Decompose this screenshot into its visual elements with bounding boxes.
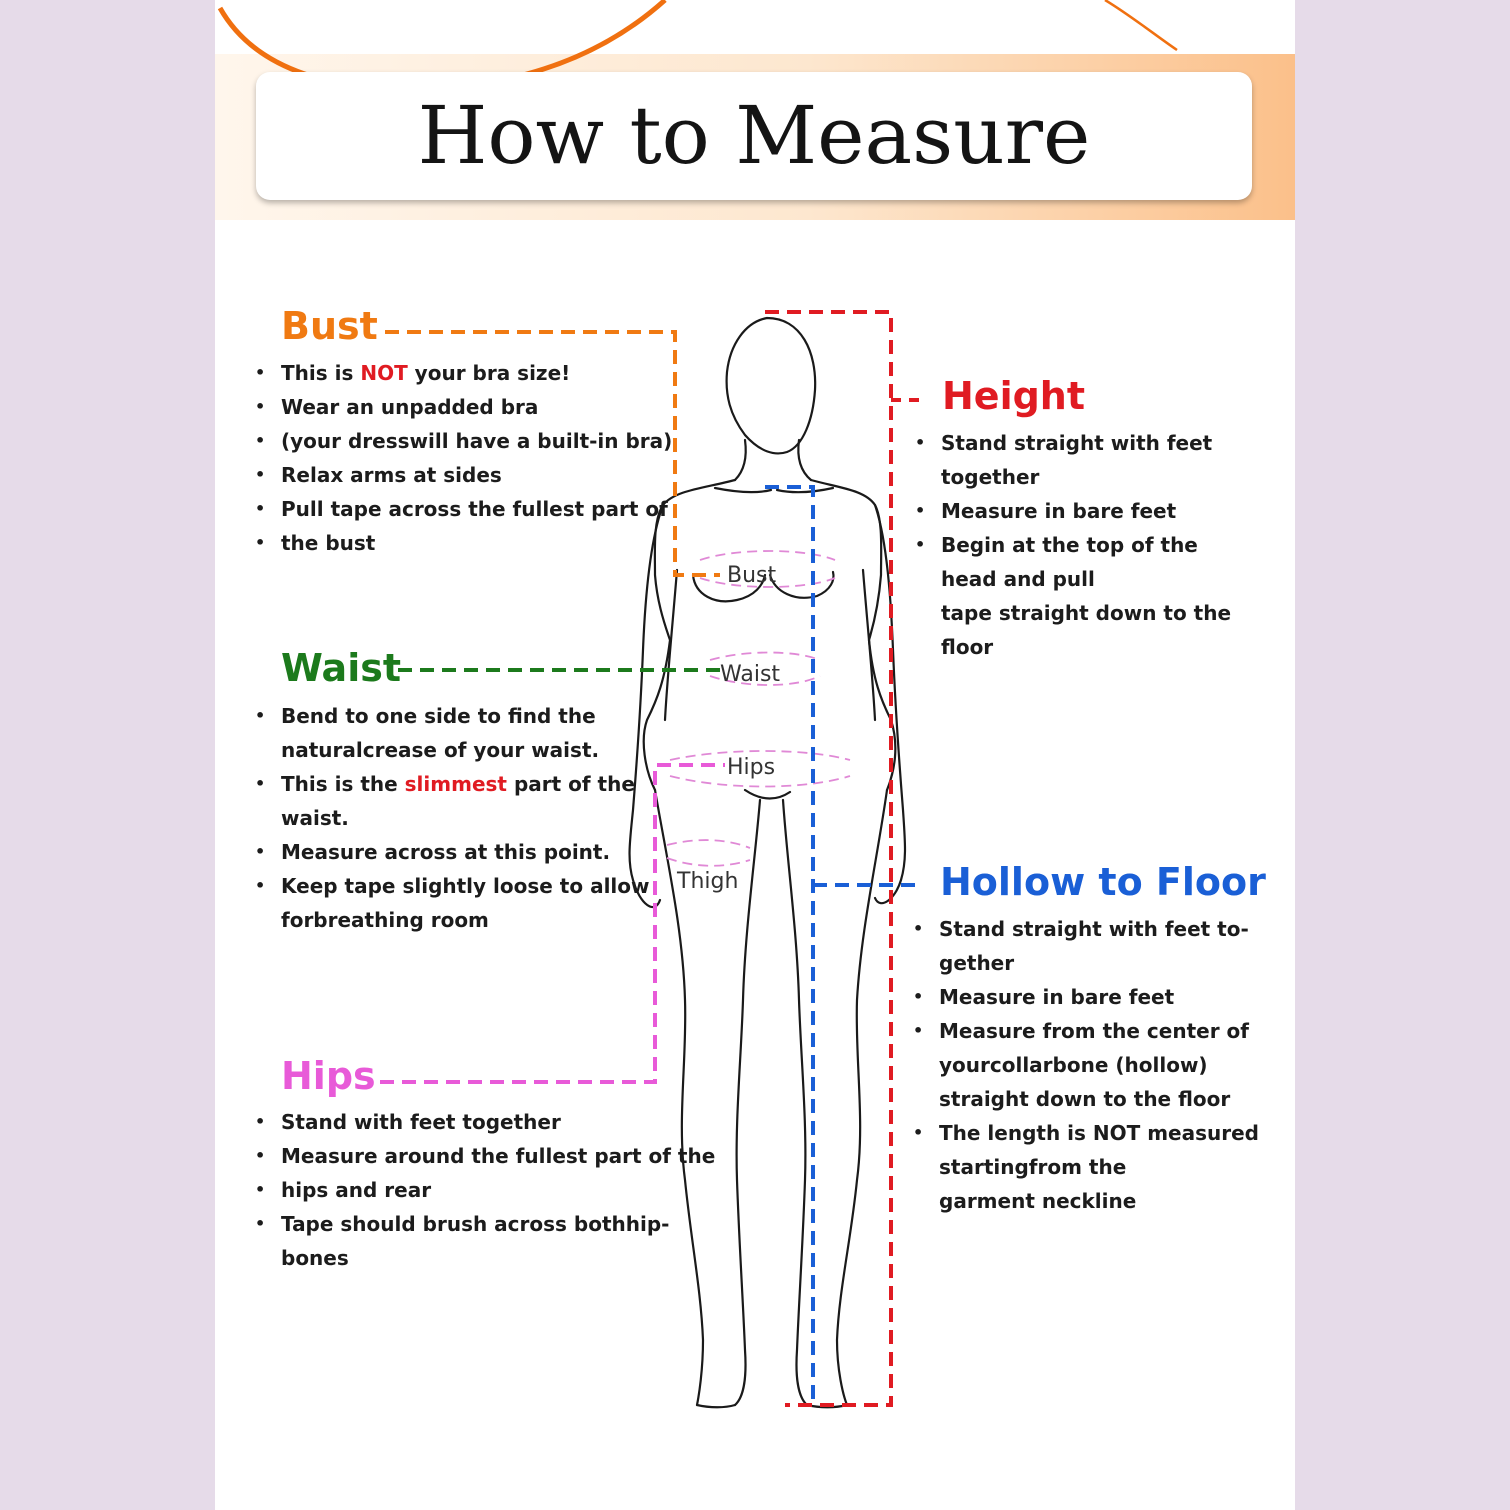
figure-label-hips: Hips (727, 755, 775, 780)
list-item: •This is the slimmest part of the (255, 772, 635, 796)
list-item-continuation: yourcollarbone (hollow) (939, 1053, 1208, 1077)
list-item: •Stand straight with feet (915, 431, 1213, 455)
list-item-continuation: floor (941, 635, 994, 659)
list-item: •Relax arms at sides (255, 463, 502, 487)
list-item-continuation: waist. (281, 806, 349, 830)
list-item: •Pull tape across the fullest part of (255, 497, 668, 521)
figure-label-bust: Bust (727, 563, 776, 588)
list-item: •Begin at the top of the (915, 533, 1198, 557)
height-list: •Stand straight with feet together •Meas… (915, 426, 1231, 664)
list-item: •(your dresswill have a built-in bra) (255, 429, 673, 453)
hollow-heading: Hollow to Floor (940, 860, 1266, 904)
list-item-continuation: gether (939, 951, 1015, 975)
bust-heading: Bust (281, 304, 378, 348)
list-item-continuation: together (941, 465, 1040, 489)
list-item: •This is NOT your bra size! (255, 361, 571, 385)
title-card: How to Measure (256, 72, 1252, 200)
list-item: •Measure across at this point. (255, 840, 611, 864)
list-item: •Wear an unpadded bra (255, 395, 539, 419)
hollow-list: •Stand straight with feet to- gether •Me… (913, 912, 1259, 1218)
list-item: •Bend to one side to find the (255, 704, 596, 728)
waist-list: •Bend to one side to find the naturalcre… (255, 699, 650, 937)
list-item-continuation: straight down to the floor (939, 1087, 1231, 1111)
figure-label-thigh: Thigh (676, 869, 738, 894)
list-item-continuation: head and pull (941, 567, 1095, 591)
body-figure-diagram: Bust Waist Hips Thigh (380, 310, 920, 1409)
list-item-continuation: naturalcrease of your waist. (281, 738, 600, 762)
height-guide-line (765, 310, 893, 1407)
bust-guide-line (385, 330, 720, 577)
page-title: How to Measure (417, 89, 1091, 182)
list-item: •Measure in bare feet (915, 499, 1177, 523)
list-item: •The length is NOT measured (913, 1121, 1259, 1145)
list-item: •hips and rear (255, 1178, 432, 1202)
list-item: •Tape should brush across bothhip- (255, 1212, 670, 1236)
bust-list: •This is NOT your bra size! •Wear an unp… (255, 356, 672, 560)
figure-label-waist: Waist (720, 662, 780, 687)
hips-guide-line (380, 763, 725, 1084)
height-heading: Height (942, 374, 1086, 418)
list-item: •the bust (255, 531, 376, 555)
hollow-guide-line (765, 485, 815, 1405)
list-item: •Stand straight with feet to- (913, 917, 1249, 941)
list-item: •Stand with feet together (255, 1110, 561, 1134)
list-item-continuation: garment neckline (939, 1189, 1137, 1213)
list-item-continuation: tape straight down to the (941, 601, 1232, 625)
list-item-continuation: bones (281, 1246, 349, 1270)
list-item: •Keep tape slightly loose to allow (255, 874, 650, 898)
measure-guide-page: How to Measure (215, 0, 1295, 1510)
list-item: •Measure from the center of (913, 1019, 1249, 1043)
list-item: •Measure around the fullest part of the (255, 1144, 716, 1168)
waist-heading: Waist (281, 646, 402, 690)
hips-list: •Stand with feet together •Measure aroun… (255, 1105, 715, 1275)
hips-heading: Hips (281, 1054, 376, 1098)
list-item-continuation: forbreathing room (281, 908, 489, 932)
body-outline (628, 316, 907, 1409)
tape-loops (666, 550, 851, 867)
list-item: •Measure in bare feet (913, 985, 1175, 1009)
list-item-continuation: startingfrom the (939, 1155, 1127, 1179)
